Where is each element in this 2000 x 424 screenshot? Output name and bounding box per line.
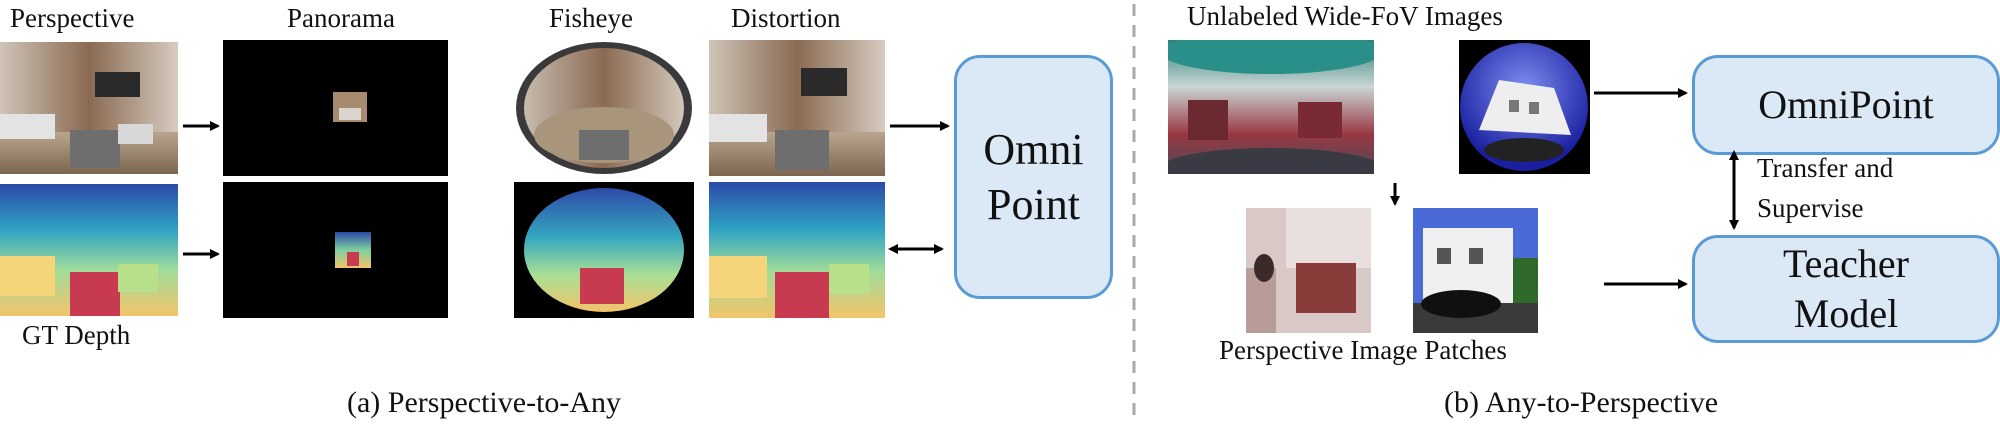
omnipoint-box-left: Omni Point [954,55,1113,299]
model-text: Model [1793,291,1899,336]
caption-a: (a) Perspective-to-Any [347,386,622,419]
teacher-model-box: Teacher Model [1692,235,2000,343]
omni-text: Omni [983,125,1084,174]
perspective-depth-image [0,184,178,316]
panorama-rgb-image [223,40,448,176]
supervise-label: Supervise [1757,193,1864,223]
distortion-rgb-image [709,40,885,176]
teacher-text: Teacher [1783,241,1909,286]
patch-image-outdoor [1413,208,1538,333]
omnipoint-box-right: OmniPoint [1692,55,2000,155]
patch-image-indoor [1246,208,1371,333]
patches-label: Perspective Image Patches [1219,335,1507,365]
fisheye-depth-image [514,182,694,318]
unlabeled-panorama-image [1168,40,1374,174]
panorama-depth-image [223,182,448,318]
distortion-label: Distortion [731,3,841,33]
transfer-label: Transfer and [1757,153,1894,183]
unlabeled-images-label: Unlabeled Wide-FoV Images [1187,1,1503,31]
divider-dashed-line [1132,4,1136,420]
caption-b: (b) Any-to-Perspective [1444,386,1719,419]
perspective-rgb-image [0,42,178,174]
fisheye-rgb-image [514,40,694,176]
distortion-depth-image [709,182,885,318]
perspective-label: Perspective [10,3,135,33]
panorama-label: Panorama [287,3,395,33]
gt-depth-label: GT Depth [22,320,131,350]
fisheye-label: Fisheye [549,3,633,33]
unlabeled-fisheye-image [1459,40,1590,174]
point-text: Point [987,180,1080,229]
